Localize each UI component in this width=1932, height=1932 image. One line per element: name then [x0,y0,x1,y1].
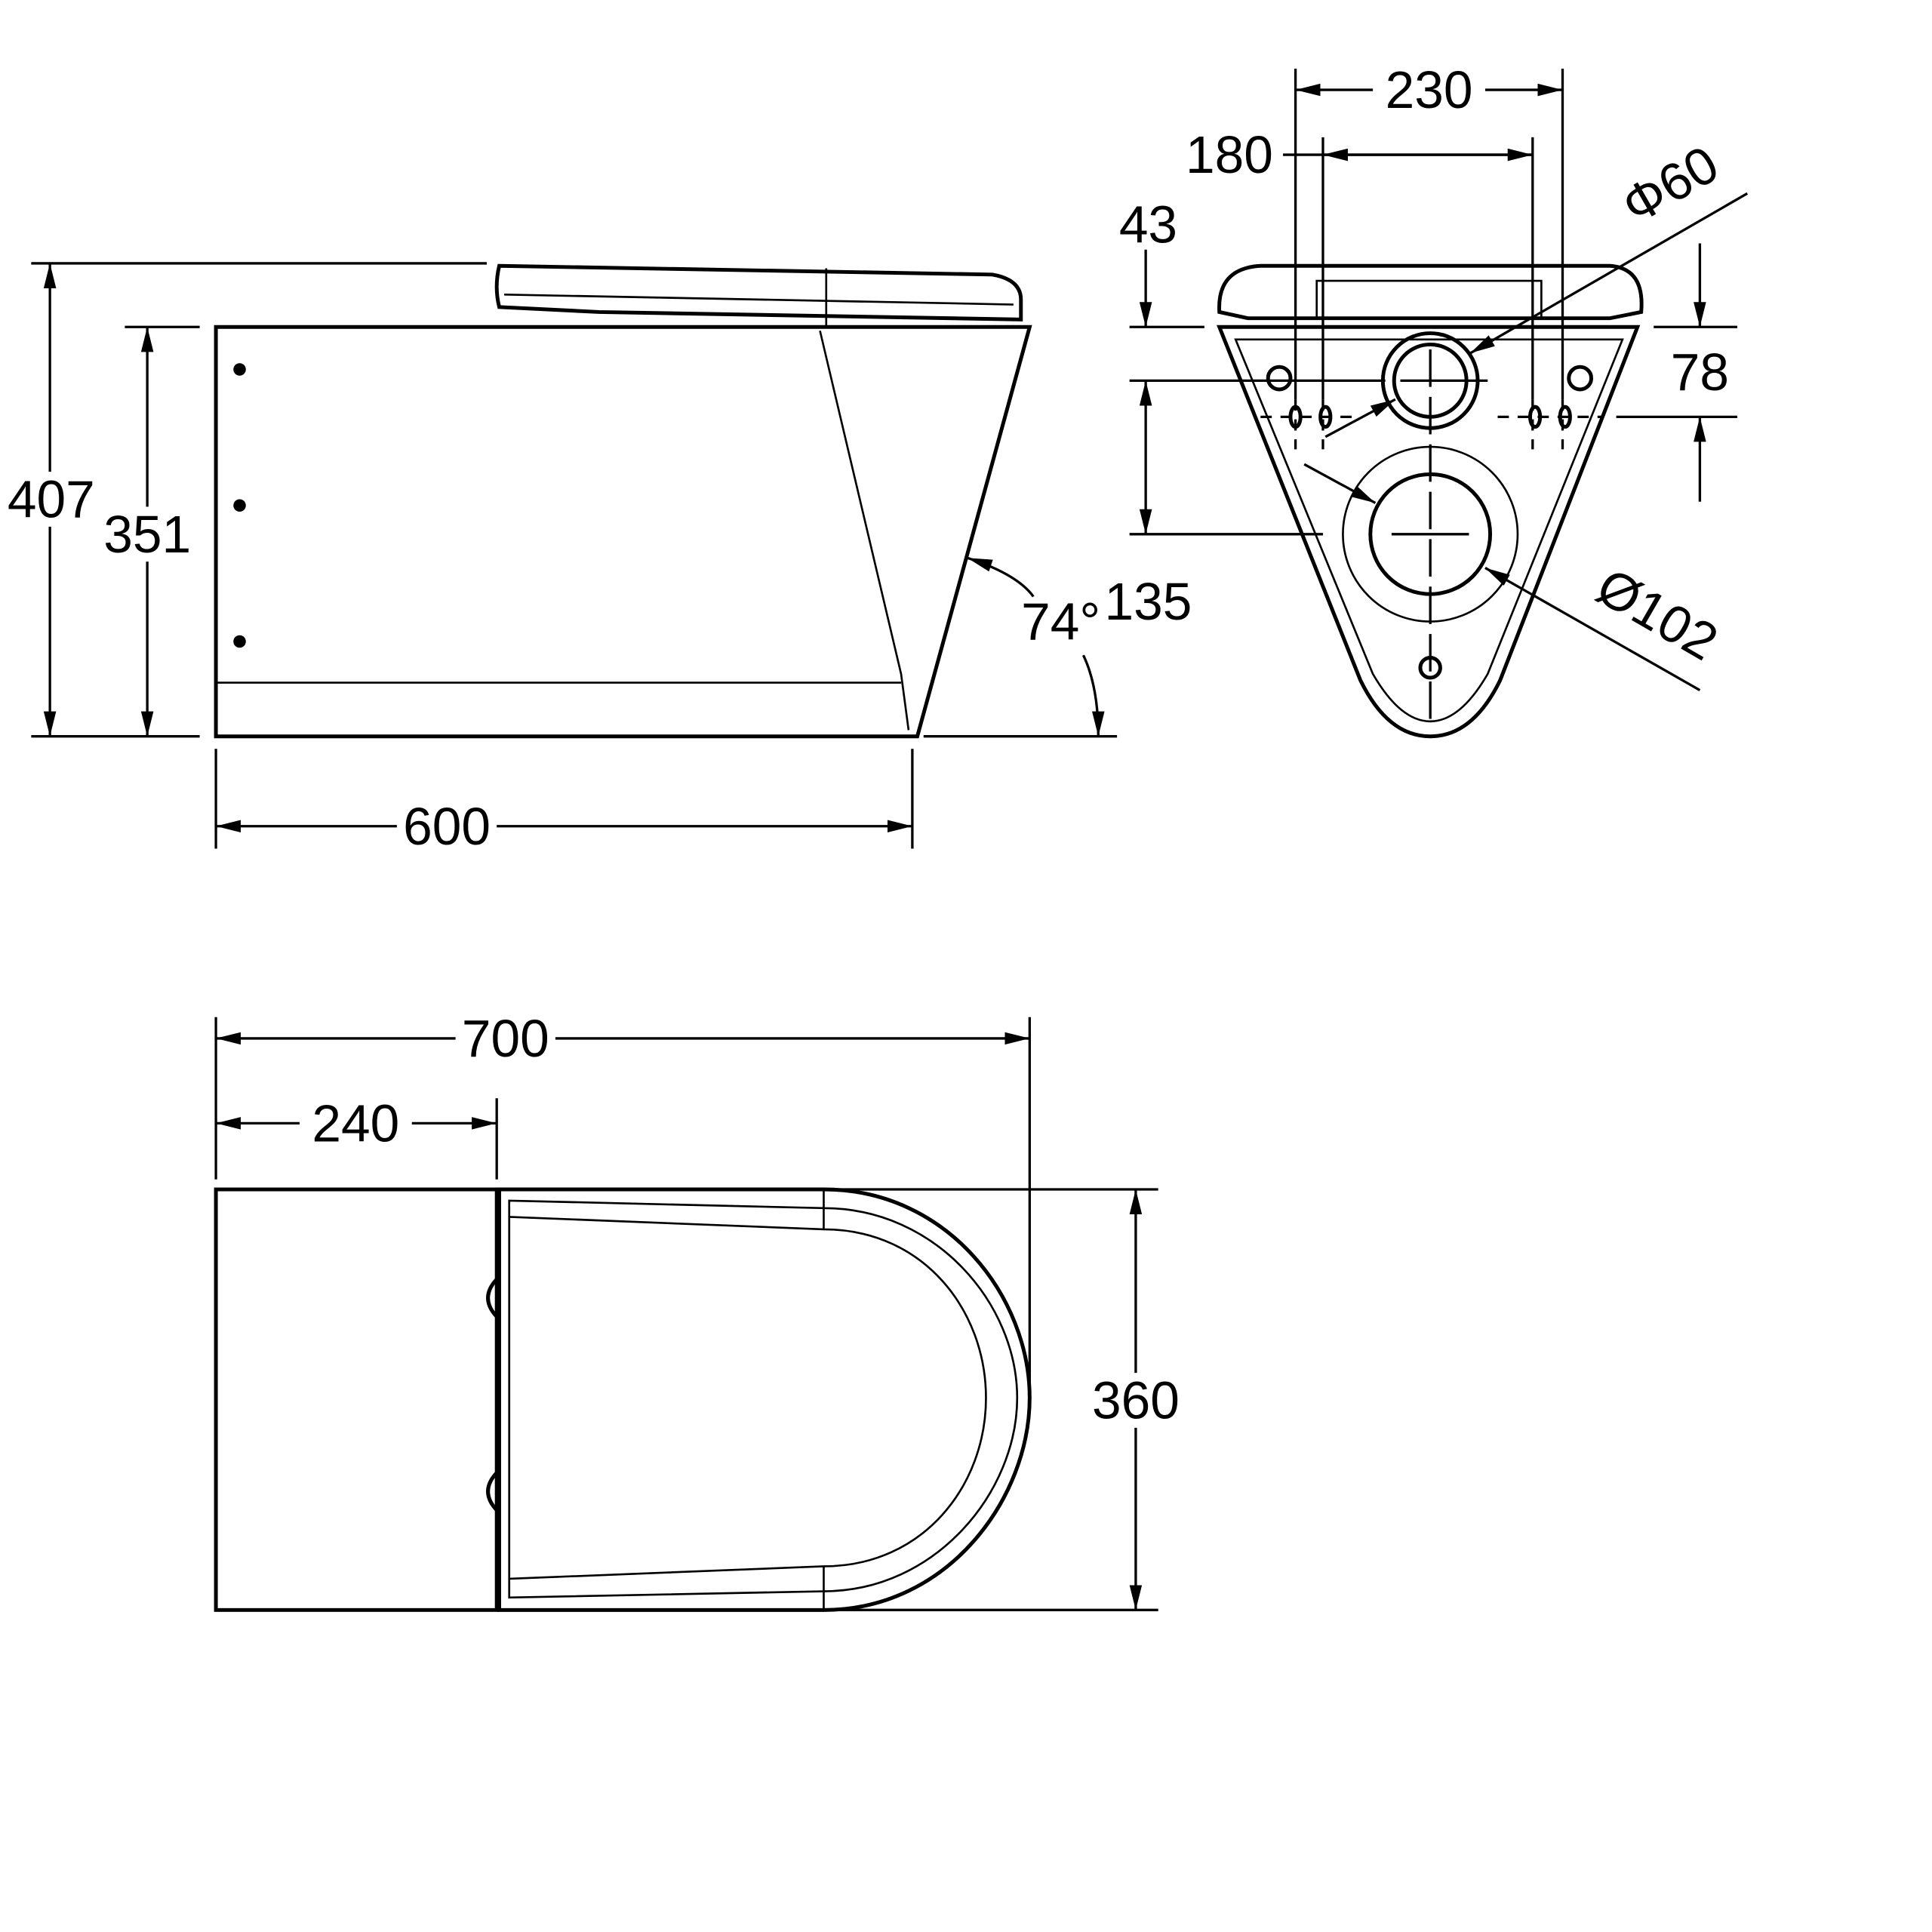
front-body-outline [1217,325,1641,739]
dim-180-label: 180 [1186,125,1273,184]
fixing-dot [233,635,246,648]
top-view: 700 240 360 [214,1009,1183,1612]
angle-arc [967,556,1035,598]
side-seat [494,263,1023,321]
hinge-icon [486,1278,499,1318]
fixing-dot [233,499,246,512]
front-body-inner [1234,338,1624,723]
angle-arc [1081,654,1105,737]
front-view: 230 180 43 135 78 Φ60 Ø102 [1105,60,1749,739]
dim-78-label: 78 [1671,343,1729,401]
top-seat-inner [509,1216,987,1580]
dia-60-label: Φ60 [1612,134,1728,235]
dia-60-leader [1469,192,1749,355]
dim-351-label: 351 [103,505,191,564]
top-seat-rim [508,1199,1019,1599]
front-seat-hinge [1315,279,1543,320]
dim-700-label: 700 [462,1009,549,1068]
fixing-hole [1567,365,1594,392]
dia-102-leader [1303,463,1377,504]
dim-135-label: 135 [1105,572,1192,631]
front-seat [1217,263,1644,321]
dim-600-label: 600 [403,797,491,856]
side-body-outline [214,325,1032,739]
dim-43-label: 43 [1119,195,1177,254]
angle-label: 74° [1021,592,1100,651]
top-back-block [214,1187,499,1612]
side-view: 407 351 600 74° [6,262,1118,856]
dim-230-label: 230 [1386,60,1473,119]
dia-102-leader [1484,567,1701,691]
fixing-hole [1266,365,1293,392]
dia-60-leader [1324,398,1396,438]
fixing-hole [1418,656,1442,680]
dim-407-label: 407 [8,469,95,528]
dim-240-label: 240 [312,1094,399,1152]
top-seat-outline [497,1187,1032,1612]
dim-360-label: 360 [1092,1371,1180,1430]
side-seat-line [504,293,1014,306]
side-inner-edge [819,330,910,731]
dia-102-label: Ø102 [1587,556,1727,671]
fixing-dot [233,363,246,376]
hinge-icon [486,1471,499,1512]
